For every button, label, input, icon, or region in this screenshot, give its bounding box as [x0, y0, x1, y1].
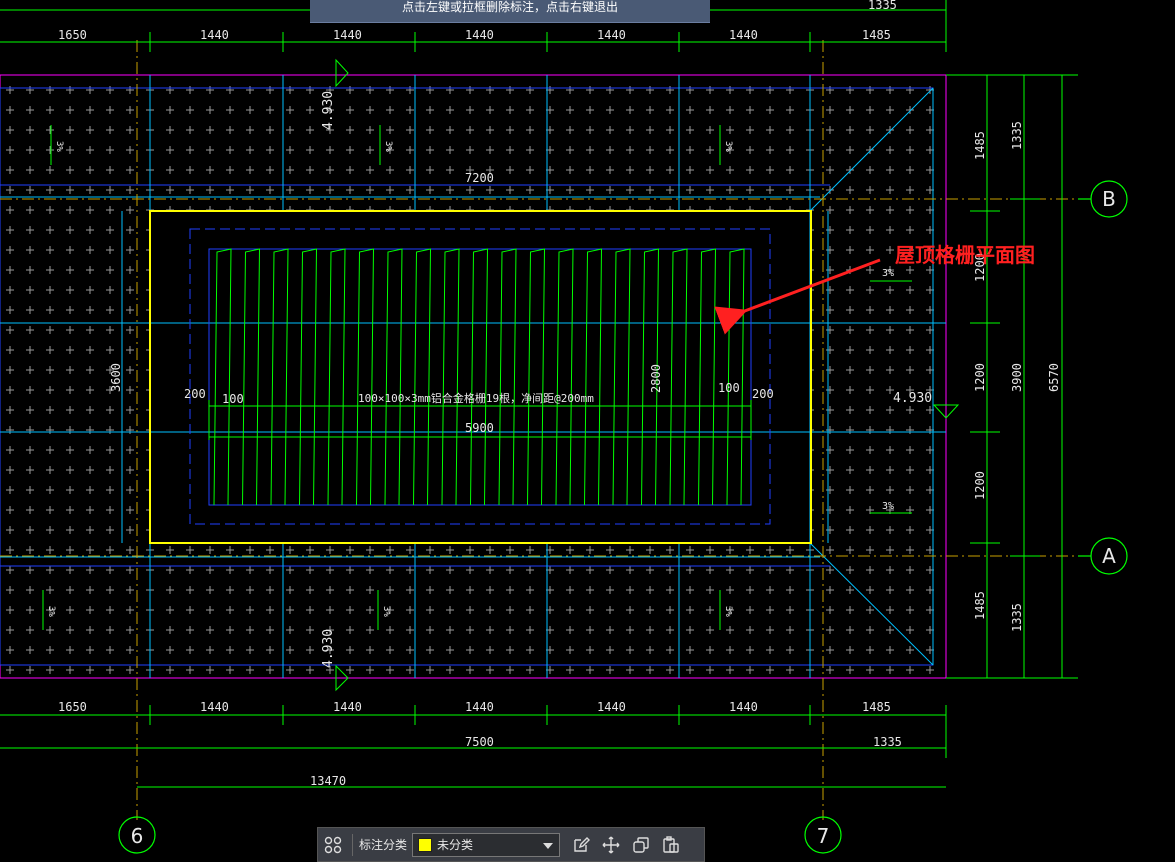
roof-hatch — [0, 75, 946, 678]
bdims-item: 1440 — [729, 700, 758, 714]
grille-bar[interactable] — [555, 248, 574, 506]
dim-text: 1335 7500 1335 13470 7200 3600 2800 5900… — [58, 0, 1061, 788]
slope-arrows — [42, 58, 960, 692]
slope-label: 3% — [46, 606, 56, 617]
bdims-item: 1485 — [862, 700, 891, 714]
edit-icon[interactable] — [566, 830, 596, 860]
elev-right: 4.930 — [893, 391, 932, 406]
roof-opening[interactable] — [149, 210, 812, 544]
grille-bar[interactable] — [356, 248, 375, 506]
bdims-item: 1650 — [58, 700, 87, 714]
grille-bar[interactable] — [327, 248, 346, 506]
slope-label: 3% — [383, 141, 393, 152]
grid-label-7: 7 — [817, 824, 830, 848]
rinner-item: 1200 — [973, 363, 987, 392]
bdims-item: 1440 — [333, 700, 362, 714]
rmid-item: 1335 — [1010, 603, 1024, 632]
slope-right-2: 3% — [882, 501, 894, 512]
callout-title: 屋顶格栅平面图 — [895, 243, 1035, 267]
grille-bar[interactable] — [413, 248, 432, 506]
category-value: 未分类 — [437, 838, 474, 852]
rinner-item: 1200 — [973, 253, 987, 282]
category-select[interactable]: 未分类 — [412, 832, 561, 857]
grid-bubble-text: B A 6 7 — [131, 187, 1117, 848]
inner-dims — [208, 400, 752, 440]
grid-label-a: A — [1102, 544, 1116, 568]
grille-bars[interactable] — [213, 248, 745, 506]
chevron-down-icon — [543, 842, 554, 849]
rinner-item: 1485 — [973, 591, 987, 620]
slope-label: 3% — [723, 606, 733, 617]
slope-label: 3% — [723, 141, 733, 152]
bottom-total-a: 7500 — [465, 735, 494, 749]
grid-apps-icon[interactable] — [318, 830, 348, 860]
bottom-total-c: 13470 — [310, 774, 346, 788]
grille-bar[interactable] — [441, 248, 460, 506]
toolbar-divider — [352, 833, 353, 856]
grille-note: 100×100×3mm铝合金格栅19根，净间距@200mm — [358, 391, 594, 405]
elev-bottom: 4.930 — [321, 629, 336, 668]
grille-bar[interactable] — [213, 248, 232, 506]
tdims-item: 1485 — [862, 28, 891, 42]
bdims-item: 1440 — [200, 700, 229, 714]
tdims-item: 1650 — [58, 28, 87, 42]
dim-3600: 3600 — [109, 363, 123, 392]
grid-label-6: 6 — [131, 824, 144, 848]
tdims-item: 1440 — [465, 28, 494, 42]
slope-right-1: 3% — [882, 268, 894, 279]
rinner-item: 1200 — [973, 471, 987, 500]
dim-7200: 7200 — [465, 171, 494, 185]
tdims-item: 1440 — [333, 28, 362, 42]
grille-bar[interactable] — [242, 248, 261, 506]
opening-dash-outer — [189, 228, 771, 525]
slope-label: 3% — [381, 606, 391, 617]
dim-200-left: 200 — [184, 387, 206, 401]
dim-5900: 5900 — [465, 421, 494, 435]
paste-icon[interactable] — [656, 830, 686, 860]
grid-bubbles — [118, 180, 1128, 854]
grille-bar[interactable] — [470, 248, 489, 506]
tdims-item: 1440 — [729, 28, 758, 42]
dim-2800: 2800 — [649, 364, 663, 393]
annotation-toolbar: 标注分类 未分类 — [317, 827, 705, 862]
move-icon[interactable] — [596, 830, 626, 860]
grille-bar[interactable] — [299, 248, 318, 506]
tdims-item: 1440 — [597, 28, 626, 42]
grille-bar[interactable] — [612, 248, 631, 506]
tdims-item: 1440 — [200, 28, 229, 42]
dim-100-left: 100 — [222, 392, 244, 406]
rmid-item: 1335 — [1010, 121, 1024, 150]
rinner-item: 1485 — [973, 131, 987, 160]
grille-bar[interactable] — [698, 248, 717, 506]
category-label: 标注分类 — [359, 838, 408, 852]
callout-arrow — [714, 258, 881, 335]
top-right-dim: 1335 — [868, 0, 897, 12]
bdims-item: 1440 — [597, 700, 626, 714]
grille-bar[interactable] — [669, 248, 688, 506]
dim-200-right: 200 — [752, 387, 774, 401]
opening-inner — [208, 248, 752, 506]
grille-bar[interactable] — [270, 248, 289, 506]
axis-lines — [0, 40, 1090, 820]
grille-bar[interactable] — [527, 248, 546, 506]
right-dim-outer: 6570 — [1047, 363, 1061, 392]
rmid-item: 3900 — [1010, 363, 1024, 392]
bottom-total-b: 1335 — [873, 735, 902, 749]
copy-icon[interactable] — [626, 830, 656, 860]
slope-label: 3% — [54, 141, 64, 152]
grille-bar[interactable] — [641, 248, 660, 506]
color-swatch — [418, 837, 433, 852]
dim-100-right: 100 — [718, 381, 740, 395]
grille-bar[interactable] — [498, 248, 517, 506]
command-tip: 点击左键或拉框删除标注，点击右键退出 — [310, 0, 710, 23]
grille-bar[interactable] — [384, 248, 403, 506]
bdims-item: 1440 — [465, 700, 494, 714]
grille-bar[interactable] — [726, 248, 745, 506]
elev-top: 4.930 — [321, 91, 336, 130]
grid-columns — [121, 75, 829, 678]
grille-bar[interactable] — [584, 248, 603, 506]
grid-label-b: B — [1102, 187, 1116, 211]
